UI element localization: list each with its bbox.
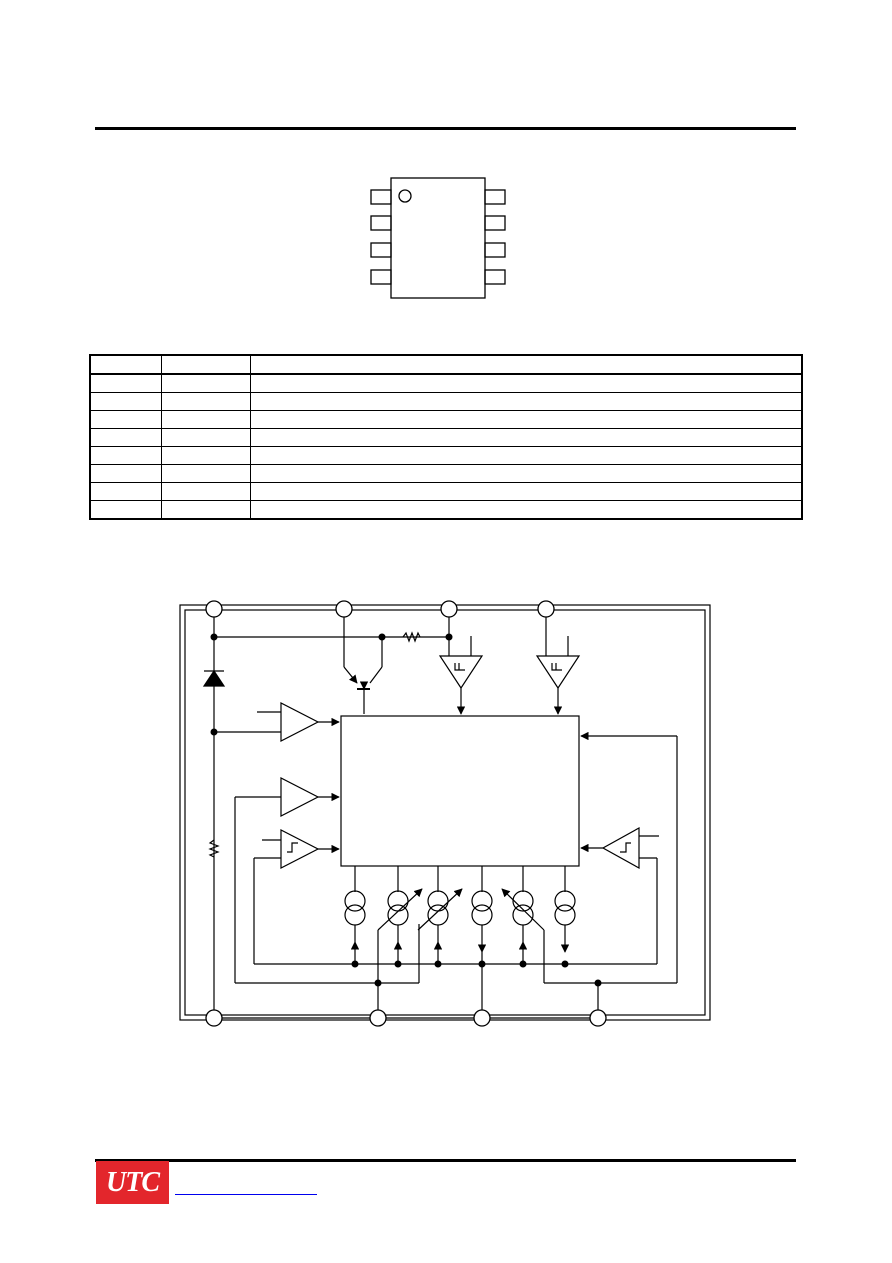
current-source-array: [344, 866, 576, 931]
package-pin: [484, 269, 506, 285]
package-body: [390, 177, 486, 299]
amplifier-symbol: [280, 777, 320, 817]
pin-terminal-bottom: [589, 1009, 607, 1027]
package-pin: [370, 242, 392, 258]
utc-logo-text: UTC: [106, 1166, 160, 1198]
package-pin: [484, 242, 506, 258]
table-row: [89, 446, 803, 465]
pin-description-table: [89, 354, 803, 520]
diagram-frame-outer: [179, 604, 711, 1021]
package-outline-drawing: [370, 177, 506, 299]
package-pin: [484, 189, 506, 205]
pin-terminal-top: [537, 600, 555, 618]
comparator-symbol: [438, 655, 484, 690]
pin-terminal-top: [440, 600, 458, 618]
pin-terminal-top: [335, 600, 353, 618]
package-pin: [370, 269, 392, 285]
comparator-symbol: [280, 829, 320, 869]
table-row: [89, 500, 803, 520]
resistor-symbol: [402, 631, 421, 643]
pin1-marker: [398, 189, 412, 203]
pin-terminal-bottom: [369, 1009, 387, 1027]
package-pin: [370, 189, 392, 205]
header-rule: [95, 127, 796, 130]
comparator-symbol: [535, 655, 581, 690]
pin-terminal-top: [205, 600, 223, 618]
package-pin: [370, 215, 392, 231]
pin-terminal-bottom: [473, 1009, 491, 1027]
logic-block: [340, 715, 580, 867]
utc-logo: UTC: [96, 1161, 169, 1204]
amplifier-symbol: [280, 702, 320, 742]
footer-website-link[interactable]: [175, 1194, 317, 1195]
package-pin: [484, 215, 506, 231]
pin-terminal-bottom: [205, 1009, 223, 1027]
block-diagram: [179, 600, 711, 1027]
zener-diode-symbol: [202, 669, 226, 687]
footer-rule: [95, 1159, 796, 1162]
table-row: [89, 392, 803, 411]
resistor-symbol: [208, 839, 220, 858]
table-header-row: [89, 354, 803, 375]
comparator-symbol: [601, 826, 640, 870]
table-row: [89, 482, 803, 501]
diagram-frame-inner: [184, 609, 706, 1016]
